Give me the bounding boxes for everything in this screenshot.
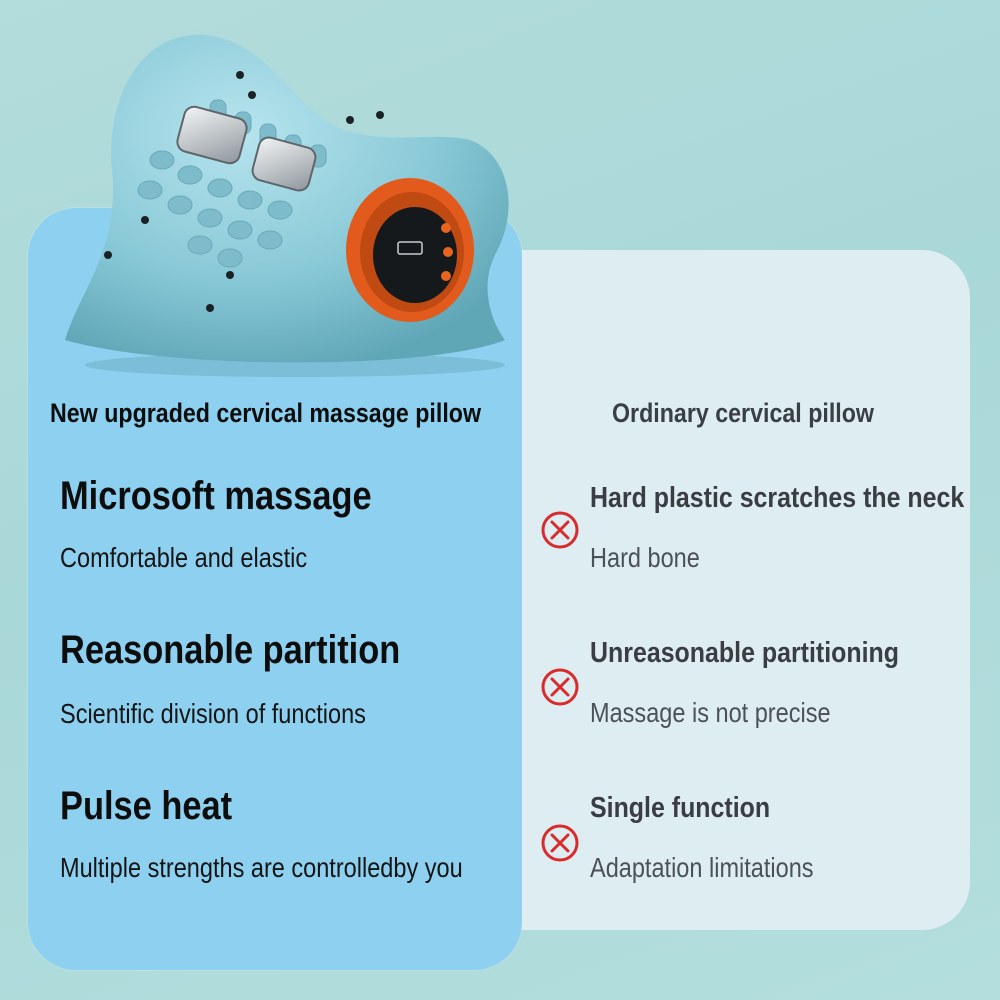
comparison-desc: Hard bone	[590, 542, 700, 573]
feature-title: Pulse heat	[60, 784, 233, 828]
feature-title: Microsoft massage	[60, 474, 372, 518]
comparison-desc: Adaptation limitations	[590, 852, 814, 883]
x-circle-icon	[541, 824, 579, 862]
massage-pillow-image	[65, 34, 509, 377]
ordinary-pillow-panel	[470, 250, 970, 930]
feature-desc: Multiple strengths are controlledby you	[60, 852, 463, 883]
comparison-title: Single function	[590, 792, 771, 824]
x-circle-icon	[541, 511, 579, 549]
comparison-title: Hard plastic scratches the neck	[590, 482, 965, 514]
feature-title: Reasonable partition	[60, 628, 401, 672]
comparison-title: Unreasonable partitioning	[590, 637, 900, 669]
feature-desc: Scientific division of functions	[60, 698, 366, 729]
upgraded-pillow-heading: New upgraded cervical massage pillow	[50, 398, 482, 428]
comparison-desc: Massage is not precise	[590, 697, 831, 728]
ordinary-pillow-heading: Ordinary cervical pillow	[612, 398, 874, 428]
feature-desc: Comfortable and elastic	[60, 542, 308, 573]
x-circle-icon	[541, 668, 579, 706]
